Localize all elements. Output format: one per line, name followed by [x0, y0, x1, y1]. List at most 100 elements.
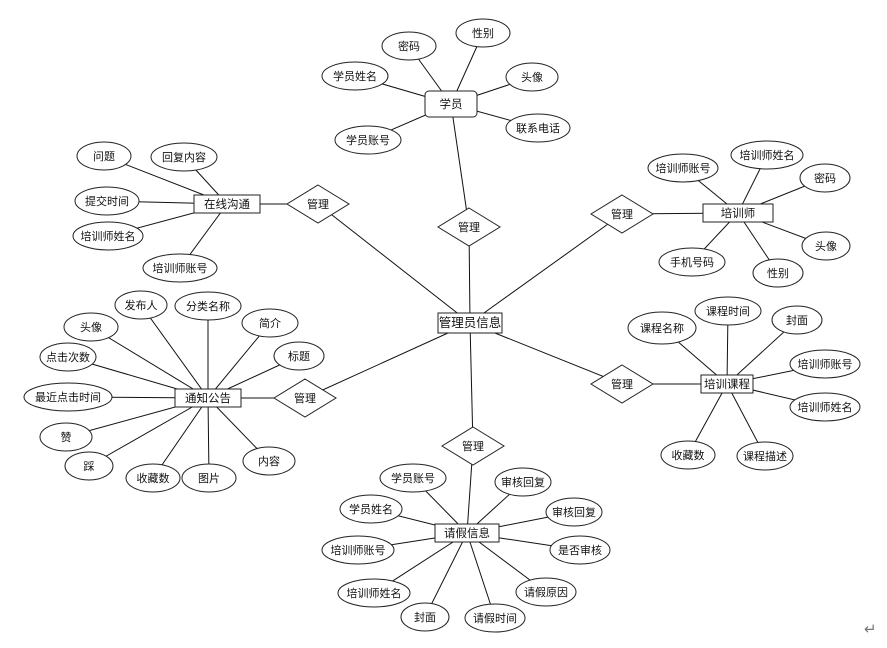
- notice-attribute-label: 最近点击时间: [35, 391, 101, 404]
- notice-entity: [174, 388, 242, 408]
- leave-attribute-label: 封面: [414, 610, 436, 624]
- admin-entity-label: 管理员信息: [439, 315, 502, 330]
- trainer-entity-label: 培训师: [721, 206, 756, 220]
- diagram-nodes: 密码性别学员姓名头像学员账号联系电话管理学员培训师账号培训师姓名密码头像手机号码…: [23, 18, 861, 633]
- student-attribute-label: 性别: [472, 26, 494, 40]
- student-relation-line: [450, 103, 470, 228]
- student-attribute: [505, 62, 559, 92]
- notice-attr-line: [140, 304, 209, 399]
- notice-attribute-label: 标题: [288, 349, 310, 363]
- leave-attribute-label: 学员账号: [391, 471, 435, 485]
- leave-attribute-label: 学员姓名: [349, 502, 393, 516]
- chat-attribute-label: 回复内容: [162, 150, 206, 164]
- notice-attribute: [114, 290, 168, 320]
- notice-relationship-label: 管理: [294, 391, 316, 405]
- leave-attribute-label: 请假原因: [524, 585, 568, 599]
- paragraph-mark: ↵: [864, 620, 877, 638]
- course-attribute: [736, 441, 794, 471]
- notice-attribute-label: 踩: [84, 460, 95, 473]
- leave-center-line: [469, 322, 474, 447]
- course-attribute-label: 课程名称: [640, 321, 684, 335]
- trainer-attribute: [658, 247, 726, 277]
- chat-entity-label: 在线沟通: [204, 197, 250, 211]
- leave-attribute: [549, 535, 611, 565]
- trainer-attribute-label: 头像: [815, 240, 837, 253]
- student-entity-label: 学员: [440, 97, 463, 111]
- leave-attribute: [339, 494, 403, 524]
- chat-entity: [193, 194, 261, 214]
- trainer-relationship-label: 管理: [611, 207, 633, 221]
- chat-attribute-label: 提交时间: [85, 194, 129, 208]
- student-attribute: [334, 125, 402, 155]
- notice-attribute-label: 分类名称: [186, 299, 230, 313]
- notice-attribute: [273, 341, 325, 371]
- course-attribute: [771, 305, 823, 335]
- trainer-attribute-label: 密码: [814, 171, 836, 185]
- chat-attribute: [142, 253, 218, 283]
- trainer-attribute: [647, 153, 719, 183]
- notice-attribute: [39, 422, 93, 452]
- student-entity: [424, 90, 478, 118]
- leave-attribute: [379, 463, 447, 493]
- leave-attribute-label: 请假时间: [473, 611, 517, 625]
- course-attribute-label: 课程时间: [706, 305, 750, 318]
- course-attribute-label: 培训师姓名: [798, 400, 853, 414]
- trainer-relationship: [590, 194, 654, 234]
- course-attribute-label: 收藏数: [672, 448, 705, 462]
- leave-relationship: [441, 426, 505, 466]
- notice-attribute: [39, 342, 97, 372]
- notice-attribute: [242, 446, 296, 476]
- student-attribute-label: 密码: [398, 39, 420, 53]
- notice-relationship: [273, 378, 337, 418]
- course-relationship: [590, 364, 654, 404]
- leave-attribute-label: 审核回复: [501, 475, 545, 489]
- chat-relationship-label: 管理: [307, 197, 329, 211]
- notice-attribute: [125, 463, 181, 493]
- student-attribute: [505, 113, 571, 143]
- student-attribute: [321, 61, 389, 91]
- leave-attr-line: [424, 532, 468, 618]
- notice-attribute: [181, 463, 237, 493]
- student-relationship: [437, 207, 501, 247]
- leave-entity-label: 请假信息: [444, 526, 490, 540]
- student-attribute: [381, 31, 437, 61]
- trainer-attribute: [799, 163, 851, 193]
- chat-attribute: [76, 141, 132, 171]
- student-attribute-label: 联系电话: [516, 122, 560, 135]
- notice-attribute: [64, 451, 114, 481]
- trainer-attribute-label: 性别: [767, 266, 789, 280]
- notice-entity-label: 通知公告: [185, 391, 231, 405]
- leave-attribute: [545, 497, 603, 527]
- chat-attribute: [150, 142, 218, 172]
- admin-entity: [437, 312, 503, 334]
- course-attribute-label: 培训师账号: [798, 357, 853, 371]
- trainer-attribute: [752, 258, 804, 288]
- notice-attribute: [174, 291, 242, 321]
- trainer-attribute-label: 培训师姓名: [740, 148, 795, 162]
- notice-center-line: [304, 322, 471, 399]
- leave-attribute: [400, 602, 450, 632]
- course-entity: [700, 374, 754, 394]
- notice-attr-line: [90, 326, 209, 399]
- course-attribute: [694, 296, 762, 326]
- trainer-attribute-label: 手机号码: [670, 255, 714, 269]
- leave-attribute: [464, 603, 526, 633]
- notice-attribute-label: 收藏数: [137, 471, 170, 485]
- notice-attr-line: [88, 397, 209, 467]
- chat-relationship: [286, 184, 350, 224]
- chat-center-line: [317, 203, 471, 324]
- notice-attribute-label: 简介: [259, 316, 281, 330]
- leave-attribute-label: 培训师账号: [331, 543, 386, 557]
- trainer-attribute-label: 培训师账号: [656, 161, 711, 175]
- course-relationship-label: 管理: [611, 377, 633, 391]
- student-attribute: [455, 18, 511, 48]
- leave-relationship-label: 管理: [462, 439, 484, 453]
- trainer-attribute: [801, 231, 851, 261]
- chat-attribute: [72, 221, 144, 251]
- student-relationship-label: 管理: [458, 220, 480, 234]
- notice-attribute: [23, 382, 113, 412]
- course-attribute-label: 封面: [786, 313, 808, 327]
- leave-entity: [434, 523, 500, 543]
- chat-attribute: [74, 186, 140, 216]
